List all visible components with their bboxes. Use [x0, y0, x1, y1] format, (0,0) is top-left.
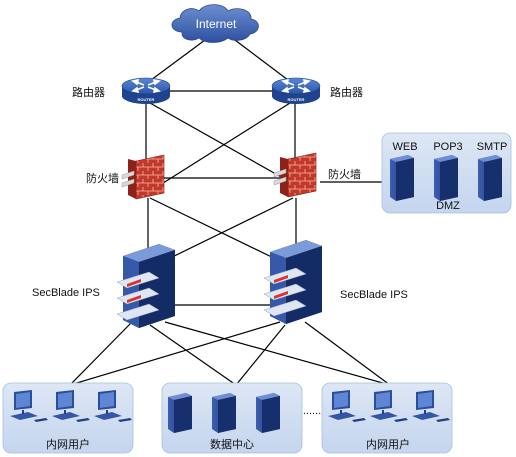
link-ips-left-lan-center: [149, 324, 237, 386]
link-ips-left-lan-right: [164, 321, 391, 386]
link-fw-left-ips-right: [149, 197, 283, 263]
server-icon: [256, 393, 280, 433]
firewall-icon: [121, 154, 165, 200]
dmz-zone: WEB POP3 SMTP DMZ: [381, 132, 512, 214]
dmz-web-label: WEB: [392, 141, 417, 153]
link-ips-right-lan-center: [235, 324, 286, 386]
pc-icon: [94, 390, 132, 422]
router-icon: ROUTER: [121, 77, 171, 104]
router-right: ROUTER: [271, 77, 321, 104]
pc-icon: [52, 390, 90, 422]
router-left: ROUTER: [121, 77, 171, 104]
lan-right-label: 内网用户: [366, 437, 410, 451]
ellipsis-label: ......: [303, 405, 321, 417]
link-ips-right-lan-right: [304, 321, 391, 386]
server-icon-smtp: [478, 155, 502, 201]
link-ips-right-lan-left: [69, 321, 281, 386]
router-left-label: 路由器: [72, 85, 105, 99]
pc-icon: [328, 390, 366, 422]
ips-left: [116, 244, 175, 328]
internet-cloud: Internet: [171, 4, 259, 43]
ips-chassis-icon: [263, 240, 322, 324]
dmz-smtp-label: SMTP: [477, 141, 508, 153]
router-right-badge: ROUTER: [288, 97, 305, 102]
ips-chassis-icon: [116, 244, 175, 328]
ips-right: [263, 240, 322, 324]
internet-label: Internet: [196, 17, 237, 31]
firewall-left: [121, 154, 165, 200]
link-router-right-fw-left: [159, 102, 291, 186]
links: [69, 39, 391, 386]
pc-icon: [10, 390, 48, 422]
pc-icon: [412, 390, 450, 422]
firewall-left-label: 防火墙: [86, 171, 119, 185]
server-icon: [212, 393, 236, 433]
cloud-icon: [171, 4, 259, 43]
router-icon: ROUTER: [271, 77, 321, 104]
firewall-right-label: 防火墙: [328, 167, 361, 181]
firewall-icon: [273, 152, 317, 198]
pc-icon: [370, 390, 408, 422]
ips-right-label: SecBlade IPS: [340, 289, 408, 301]
datacenter-label: 数据中心: [210, 437, 254, 451]
link-internet-router-left: [146, 39, 206, 84]
router-right-label: 路由器: [330, 85, 363, 99]
dmz-zone-label: DMZ: [436, 200, 460, 212]
datacenter-zone: 数据中心: [161, 382, 303, 454]
lan-zone-left: 内网用户: [2, 382, 134, 454]
server-icon: [168, 393, 192, 433]
router-left-badge: ROUTER: [138, 97, 155, 102]
lan-left-label: 内网用户: [46, 437, 90, 451]
lan-zone-right: 内网用户: [321, 382, 453, 454]
dmz-pop3-label: POP3: [433, 141, 462, 153]
server-icon-web: [390, 155, 414, 201]
firewall-right: [273, 152, 317, 198]
link-fw-right-ips-left: [161, 197, 294, 263]
link-ips-left-lan-left: [69, 321, 133, 386]
link-router-left-fw-right: [149, 102, 284, 179]
ips-left-label: SecBlade IPS: [32, 287, 100, 299]
link-internet-router-right: [234, 39, 293, 84]
server-icon-pop3: [434, 155, 458, 201]
